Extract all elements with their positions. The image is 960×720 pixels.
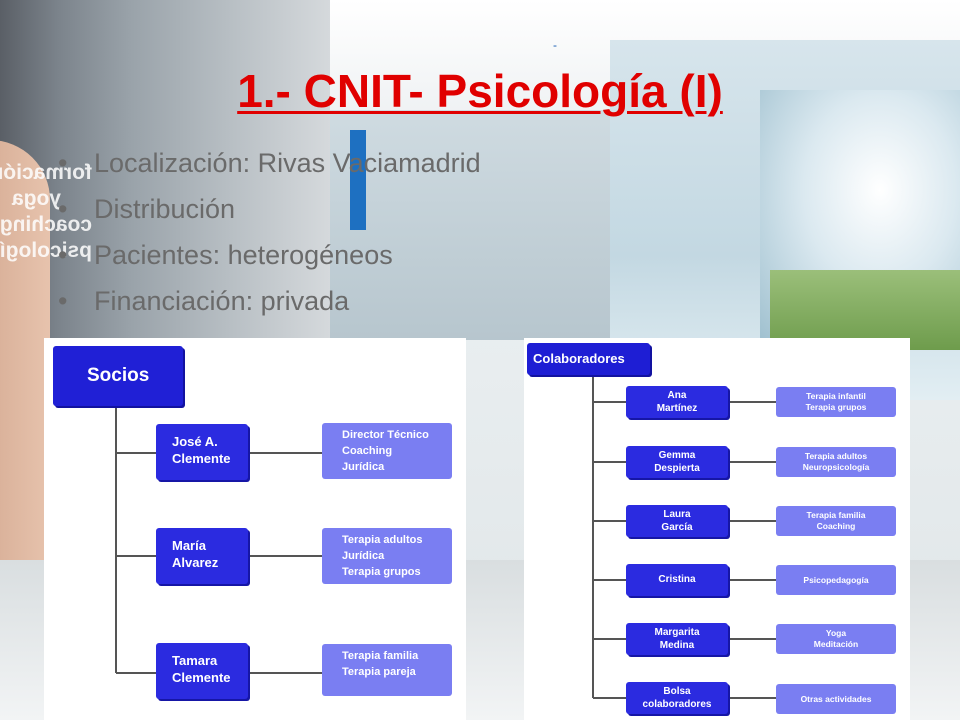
org-chart-connectors xyxy=(115,406,322,674)
role-node: Terapia adultos Neuropsicología xyxy=(776,447,896,477)
role-line: Terapia grupos xyxy=(805,402,867,412)
socio-node: José A. Clemente xyxy=(156,424,248,480)
role-line: Coaching xyxy=(816,521,856,531)
node-name-line: colaboradores xyxy=(642,699,712,710)
role-line: Terapia adultos xyxy=(804,451,868,461)
role-line: Yoga xyxy=(825,628,847,638)
role-line: Terapia pareja xyxy=(342,666,416,678)
node-name-line: Tamara xyxy=(172,653,218,668)
colaborador-node: Gemma Despierta xyxy=(626,446,728,478)
socio-node: María Alvarez xyxy=(156,528,248,584)
role-line: Neuropsicología xyxy=(802,462,870,472)
top-mark: - xyxy=(553,38,557,52)
role-line: Psicopedagogía xyxy=(803,575,869,585)
role-line: Terapia familia xyxy=(806,510,866,520)
socio-node: Tamara Clemente xyxy=(156,643,248,699)
bullet-icon: • xyxy=(58,194,68,224)
colaborador-node: Ana Martínez xyxy=(626,386,728,418)
node-name-line: José A. xyxy=(172,434,218,449)
role-line: Otras actividades xyxy=(800,694,872,704)
colaborador-node: Laura García xyxy=(626,505,728,537)
bullet-item: • Financiación: privada xyxy=(58,278,481,324)
bullet-item: • Distribución xyxy=(58,186,481,232)
role-line: Terapia adultos xyxy=(342,534,423,546)
bullet-icon: • xyxy=(58,148,68,178)
node-name-line: García xyxy=(661,522,693,533)
wall-mural-grass xyxy=(770,270,960,350)
role-line: Terapia grupos xyxy=(342,566,421,578)
role-line: Jurídica xyxy=(342,461,385,473)
bullet-list: • Localización: Rivas Vaciamadrid • Distri… xyxy=(58,140,481,324)
bullet-text: Pacientes: heterogéneos xyxy=(94,240,393,270)
org-chart-socios: Socios José A. Clemente Director Técnico… xyxy=(44,338,466,720)
node-name-line: Clemente xyxy=(172,670,231,685)
bullet-item: • Pacientes: heterogéneos xyxy=(58,232,481,278)
bullet-icon: • xyxy=(58,286,68,316)
node-name-line: Margarita xyxy=(654,627,700,638)
node-name-line: Martínez xyxy=(656,403,698,414)
slide-title: 1.- CNIT- Psicología (I) xyxy=(237,65,723,117)
bullet-icon: • xyxy=(58,240,68,270)
node-name-line: Ana xyxy=(667,390,687,401)
node-name-line: María xyxy=(172,538,206,553)
org-chart-connectors xyxy=(592,375,776,699)
role-node: Terapia familia Coaching xyxy=(776,506,896,536)
node-name-line: Despierta xyxy=(654,463,700,474)
colaborador-node: Cristina xyxy=(626,564,728,596)
node-label: Socios xyxy=(87,365,150,386)
role-line: Director Técnico xyxy=(342,429,429,441)
node-name-line: Alvarez xyxy=(172,555,219,570)
role-line: Jurídica xyxy=(342,550,385,562)
bullet-text: Localización: Rivas Vaciamadrid xyxy=(94,148,481,178)
role-line: Terapia familia xyxy=(342,650,419,662)
role-node: Psicopedagogía xyxy=(776,565,896,595)
node-name-line: Medina xyxy=(659,640,695,651)
role-line: Terapia infantil xyxy=(806,391,866,401)
role-line: Meditación xyxy=(813,639,859,649)
bullet-item: • Localización: Rivas Vaciamadrid xyxy=(58,140,481,186)
socios-root: Socios xyxy=(53,346,183,406)
role-node: Terapia familia Terapia pareja xyxy=(322,644,452,696)
bullet-text: Financiación: privada xyxy=(94,286,350,316)
role-line: Coaching xyxy=(342,445,393,457)
node-name-line: Bolsa xyxy=(663,686,691,697)
reception-wall xyxy=(330,110,630,340)
colaborador-node: Margarita Medina xyxy=(626,623,728,655)
node-label: Colaboradores xyxy=(533,351,625,366)
logo-stripe xyxy=(350,130,366,230)
role-node: Yoga Meditación xyxy=(776,624,896,654)
colaboradores-root: Colaboradores xyxy=(527,343,650,375)
node-name-line: Laura xyxy=(663,509,691,520)
node-name-line: Clemente xyxy=(172,451,231,466)
colaborador-node: Bolsa colaboradores xyxy=(626,682,728,714)
role-node: Otras actividades xyxy=(776,684,896,714)
node-name-line: Gemma xyxy=(658,450,696,461)
org-chart-colaboradores: Colaboradores Ana Martínez Terapia infan… xyxy=(524,338,910,720)
bullet-text: Distribución xyxy=(94,194,236,224)
node-name-line: Cristina xyxy=(658,574,696,585)
role-node: Director Técnico Coaching Jurídica xyxy=(322,423,452,479)
role-node: Terapia infantil Terapia grupos xyxy=(776,387,896,417)
role-node: Terapia adultos Jurídica Terapia grupos xyxy=(322,528,452,584)
